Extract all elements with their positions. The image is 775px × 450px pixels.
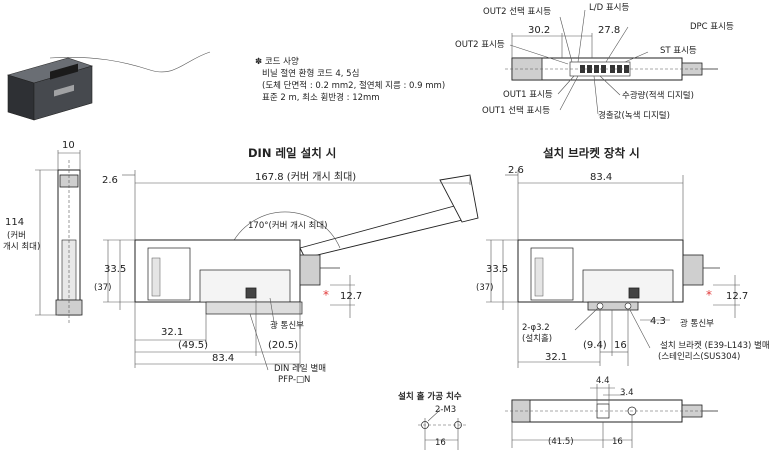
bottom-dim-4-4: 4.4 — [596, 376, 610, 386]
din-dim-49-5: (49.5) — [178, 340, 209, 351]
bracket-dim-12-7: 12.7 — [726, 291, 749, 302]
din-angle: 170°(커버 개시 최대) — [248, 221, 328, 231]
bracket-asterisk: * — [706, 288, 712, 302]
bracket-view-drawing — [486, 170, 740, 368]
din-rail-label1: DIN 레일 별매 — [274, 364, 327, 374]
bottom-view-drawing — [505, 384, 720, 448]
dim-30-2: 30.2 — [528, 25, 551, 36]
bracket-holes1: 2-φ3.2 — [522, 323, 550, 333]
din-dim-32-1: 32.1 — [161, 327, 184, 338]
bracket-label2: (스테인리스(SUS304) — [658, 352, 741, 362]
cord-spec-title: ✽ 코드 사양 — [255, 57, 299, 67]
din-dim-length: 167.8 (커버 개시 최대) — [255, 172, 357, 183]
mount-holes-dim-16: 16 — [435, 438, 446, 448]
din-rail-label2: PFP-□N — [278, 375, 311, 385]
bracket-dim-33-5: 33.5 — [486, 264, 509, 275]
dim-height-114: 114 — [5, 217, 25, 228]
dim-width-10: 10 — [62, 140, 75, 151]
mount-holes-drawing — [418, 409, 468, 450]
din-dim-33-5: 33.5 — [104, 264, 127, 275]
bracket-dim-37: (37) — [476, 283, 494, 293]
label-threshold: 경출값(녹색 디지털) — [598, 111, 670, 121]
side-view-drawing — [35, 150, 83, 325]
dim-height-note2: 개시 최대) — [3, 242, 41, 252]
bracket-dim-32-1: 32.1 — [545, 352, 568, 363]
product-photo — [6, 51, 211, 121]
din-dim-37: (37) — [94, 283, 112, 293]
bracket-dim-16: 16 — [614, 340, 627, 351]
din-optical: 광 통신부 — [270, 321, 304, 331]
top-view-drawing — [505, 9, 720, 115]
label-received: 수광량(적색 디지털) — [622, 91, 694, 101]
din-dim-2-6: 2.6 — [102, 175, 118, 186]
bracket-holes2: (설치홀) — [522, 334, 553, 344]
din-view-title: DIN 레일 설치 시 — [248, 146, 337, 160]
bracket-view-title: 설치 브라켓 장착 시 — [543, 146, 640, 160]
label-out1-select: OUT1 선택 표시등 — [482, 106, 551, 116]
din-rail-view-drawing — [103, 170, 479, 371]
din-dim-83-4: 83.4 — [212, 353, 235, 364]
bottom-dim-3-4: 3.4 — [620, 388, 634, 398]
bracket-dim-83-4: 83.4 — [590, 172, 613, 183]
bottom-dim-16: 16 — [612, 437, 623, 447]
label-out2-select: OUT2 선택 표시등 — [483, 7, 552, 17]
cord-spec-line1: 비닐 절연 환형 코드 4, 5심 — [262, 69, 360, 79]
din-dim-12-7: 12.7 — [340, 291, 363, 302]
bracket-label1: 설치 브라켓 (E39-L143) 별매 — [660, 341, 770, 351]
label-out2: OUT2 표시등 — [455, 40, 505, 50]
bracket-dim-2-6: 2.6 — [508, 165, 524, 176]
cord-spec-line2: (도체 단면적 : 0.2 mm2, 절연체 지름 : 0.9 mm) — [262, 81, 446, 91]
mount-holes-m3: 2-M3 — [435, 405, 457, 415]
label-ld: L/D 표시등 — [589, 3, 630, 13]
bottom-dim-41-5: (41.5) — [548, 437, 574, 447]
dim-27-8: 27.8 — [598, 25, 621, 36]
bracket-dim-4-3: 4.3 — [650, 316, 666, 327]
label-dpc: DPC 표시등 — [690, 22, 734, 32]
dim-height-note1: (커버 — [7, 231, 26, 241]
label-st: ST 표시등 — [660, 46, 697, 56]
label-out1: OUT1 표시등 — [503, 90, 553, 100]
cord-spec-line3: 표준 2 m, 최소 휨반경 : 12mm — [262, 93, 380, 103]
din-asterisk: * — [323, 288, 329, 302]
din-dim-20-5: (20.5) — [268, 340, 299, 351]
mount-holes-title: 설치 홀 가공 치수 — [398, 392, 462, 402]
bracket-dim-9-4: (9.4) — [583, 340, 607, 351]
bracket-optical: 광 통신부 — [680, 319, 714, 329]
